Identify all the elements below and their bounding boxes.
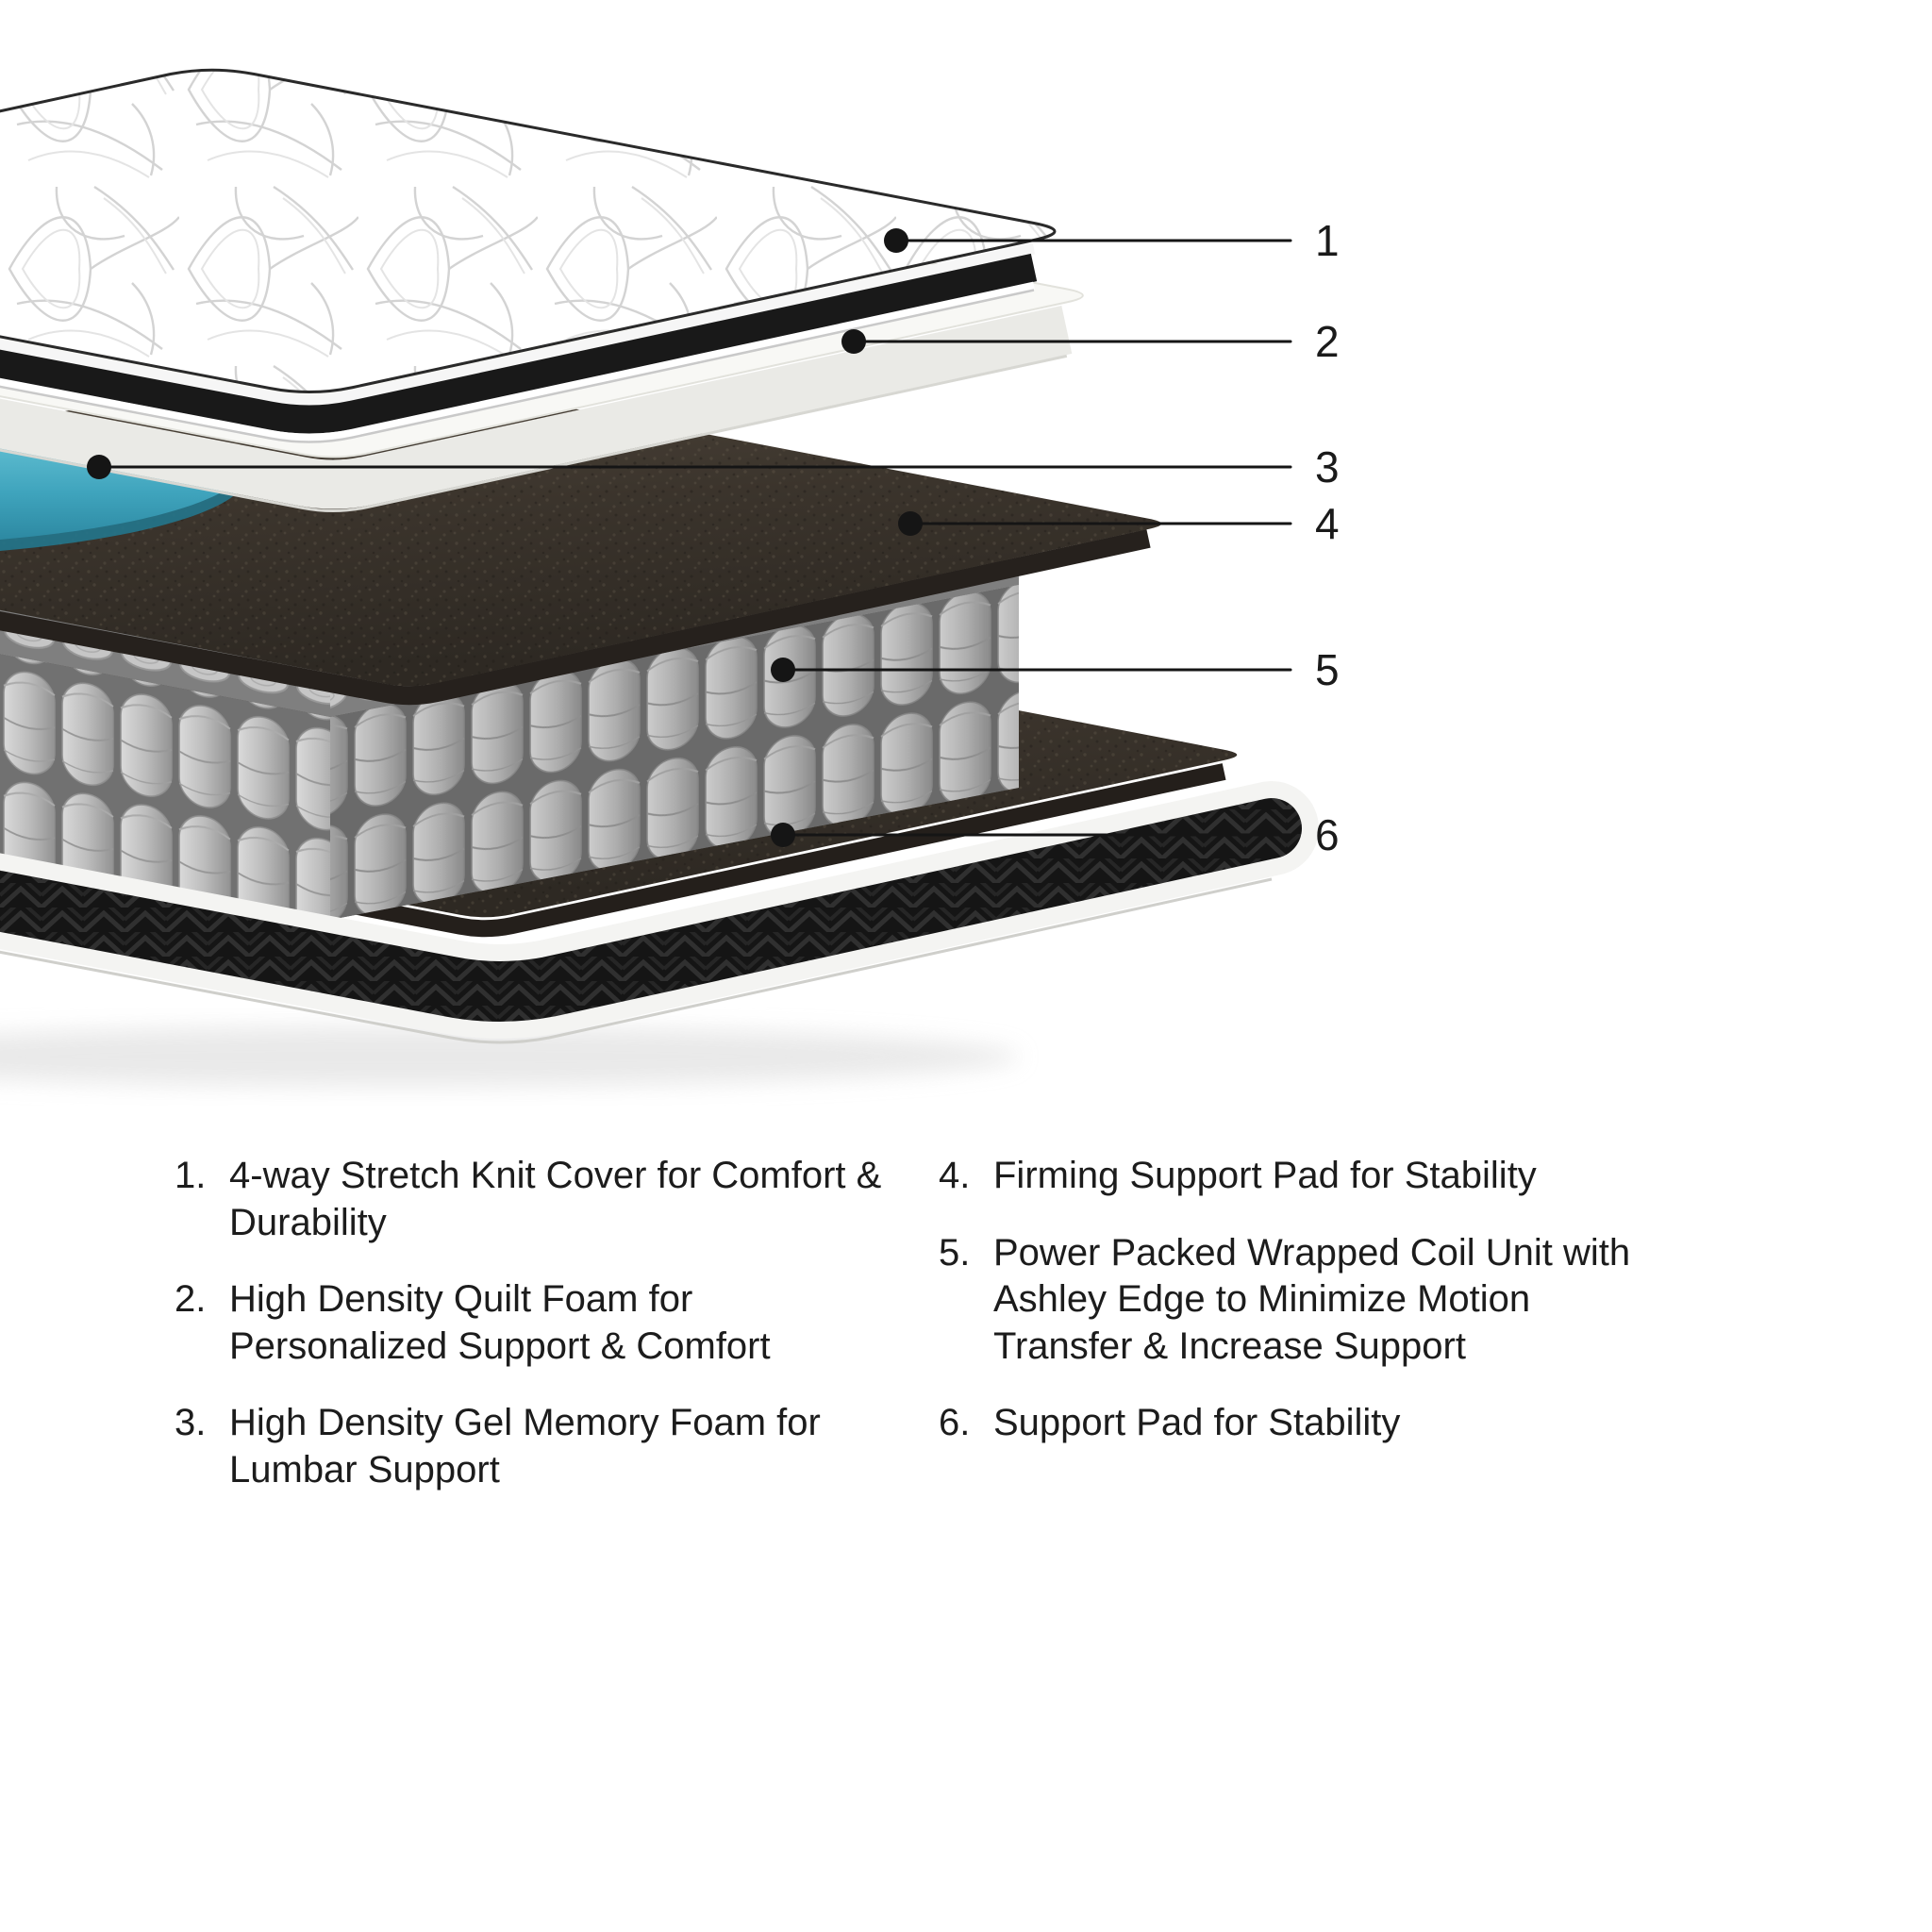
legend-item-text: Firming Support Pad for Stability xyxy=(993,1155,1537,1196)
callout-dot-6 xyxy=(771,823,795,847)
legend-column-left: 1. 4-way Stretch Knit Cover for Comfort … xyxy=(175,1153,882,1494)
legend-item-number: 6. xyxy=(939,1402,971,1444)
callout-dot-2 xyxy=(841,329,866,354)
legend-item-number: 5. xyxy=(939,1231,971,1274)
floor-shadow xyxy=(0,1026,1019,1087)
callout-number-5: 5 xyxy=(1315,645,1340,694)
callout-5: 5 xyxy=(771,645,1340,694)
callout-number-1: 1 xyxy=(1315,216,1340,265)
legend-item-number: 3. xyxy=(175,1402,207,1444)
bottom-border-shell xyxy=(0,781,1319,1044)
legend-item-text: High Density Quilt Foam for Personalized… xyxy=(229,1278,771,1367)
callout-number-3: 3 xyxy=(1315,442,1340,491)
callout-2: 2 xyxy=(841,317,1340,366)
legend-item-1: 1. 4-way Stretch Knit Cover for Comfort … xyxy=(175,1153,882,1246)
callout-3: 3 xyxy=(87,442,1340,491)
legend-item-6: 6. Support Pad for Stability xyxy=(939,1400,1646,1447)
legend-item-number: 4. xyxy=(939,1155,971,1196)
legend-item-2: 2. High Density Quilt Foam for Personali… xyxy=(175,1276,882,1370)
callout-dot-5 xyxy=(771,658,795,682)
legend-item-text: Power Packed Wrapped Coil Unit with Ashl… xyxy=(993,1231,1631,1367)
legend-item-text: Support Pad for Stability xyxy=(993,1402,1401,1444)
legend-item-text: 4-way Stretch Knit Cover for Comfort & D… xyxy=(229,1155,882,1243)
legend-item-5: 5. Power Packed Wrapped Coil Unit with A… xyxy=(939,1230,1646,1371)
callout-1: 1 xyxy=(884,216,1340,265)
callout-4: 4 xyxy=(898,499,1340,548)
callout-dot-1 xyxy=(884,228,908,253)
legend-item-number: 1. xyxy=(175,1155,207,1196)
legend-column-right: 4. Firming Support Pad for Stability 5. … xyxy=(939,1153,1646,1494)
callouts: 1 2 3 4 5 xyxy=(87,216,1340,859)
legend-item-3: 3. High Density Gel Memory Foam for Lumb… xyxy=(175,1400,882,1493)
legend-item-number: 2. xyxy=(175,1278,207,1321)
mattress-exploded-diagram: 1 2 3 4 5 xyxy=(0,68,1340,1087)
callout-dot-4 xyxy=(898,511,923,536)
legend: 1. 4-way Stretch Knit Cover for Comfort … xyxy=(175,1153,1646,1494)
legend-item-4: 4. Firming Support Pad for Stability xyxy=(939,1153,1646,1200)
callout-6: 6 xyxy=(771,810,1340,859)
layer-1-stretch-knit-cover xyxy=(0,68,1057,443)
callout-dot-3 xyxy=(87,455,111,479)
callout-number-4: 4 xyxy=(1315,499,1340,548)
callout-number-6: 6 xyxy=(1315,810,1340,859)
legend-item-text: High Density Gel Memory Foam for Lumbar … xyxy=(229,1402,821,1491)
callout-number-2: 2 xyxy=(1315,317,1340,366)
